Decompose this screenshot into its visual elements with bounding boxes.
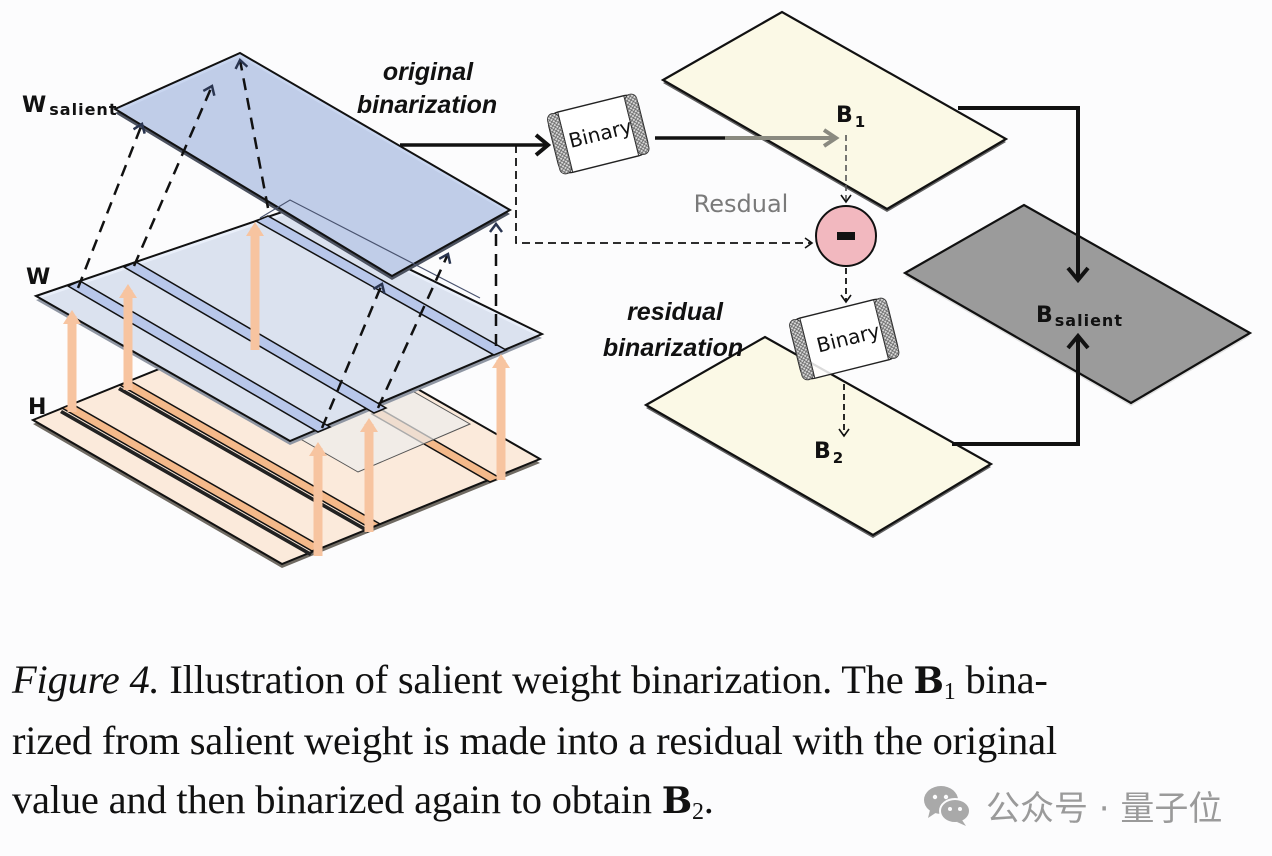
h-label: H bbox=[28, 395, 46, 420]
h-salient-stripes bbox=[60, 380, 502, 556]
hessian-arrows bbox=[63, 222, 510, 556]
caption-text: bina- bbox=[955, 657, 1048, 702]
figure-caption: Figure 4. Illustration of salient weight… bbox=[12, 650, 1264, 831]
b1-subscript: 1 bbox=[943, 679, 956, 705]
b2-to-bsalient-arrow bbox=[952, 332, 1090, 446]
b1-symbol: B bbox=[913, 660, 944, 702]
residual-binarization-label-line1: residual bbox=[627, 298, 724, 326]
caption-line-3: value and then binarized again to obtain… bbox=[12, 770, 1264, 831]
binary-box-1: Binary bbox=[546, 93, 650, 175]
minus-operator bbox=[815, 205, 877, 267]
watermark-text: 公众号 · 量子位 bbox=[986, 788, 1223, 829]
original-binarization-label-line2: binarization bbox=[357, 91, 497, 119]
b-salient-plane bbox=[902, 203, 1253, 406]
original-binarization-label-line1: original bbox=[383, 58, 474, 86]
watermark: 公众号 · 量子位 bbox=[922, 780, 1222, 830]
b2-symbol: B bbox=[661, 780, 692, 822]
caption-line-1: Figure 4. Illustration of salient weight… bbox=[12, 650, 1264, 711]
caption-text: . bbox=[703, 777, 714, 822]
figure-label: Figure 4. bbox=[12, 657, 160, 702]
b2-subscript: 2 bbox=[691, 799, 704, 825]
w-salient-plane bbox=[112, 51, 513, 299]
caption-text: value and then binarized again to obtain bbox=[12, 777, 662, 822]
residual-dashed-path bbox=[515, 145, 814, 249]
wechat-icon bbox=[924, 786, 971, 826]
caption-text: Illustration of salient weight binarizat… bbox=[159, 657, 914, 702]
b2-plane bbox=[643, 335, 994, 538]
resdual-label: Resdual bbox=[694, 190, 789, 218]
b1-plane bbox=[660, 10, 1009, 212]
residual-binarization-label-line2: binarization bbox=[603, 334, 743, 362]
minus-icon bbox=[837, 232, 855, 240]
b1-to-bsalient-arrow bbox=[958, 106, 1090, 284]
caption-line-2: rized from salient weight is made into a… bbox=[12, 718, 1057, 763]
binary-box-2: Binary bbox=[789, 297, 900, 381]
selection-dashed-arrows bbox=[76, 57, 503, 429]
w-label: W bbox=[26, 265, 50, 290]
